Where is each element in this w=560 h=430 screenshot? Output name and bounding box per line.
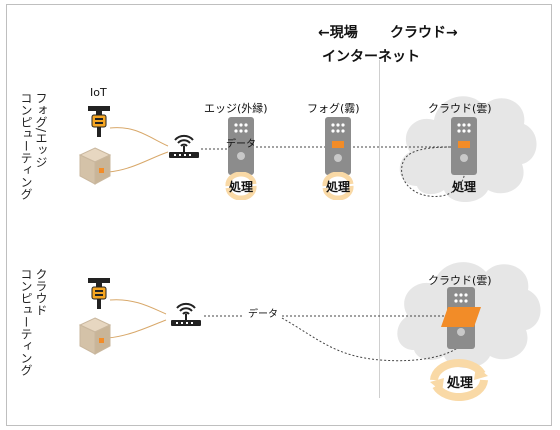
edge-label: エッジ(外縁) bbox=[204, 102, 268, 115]
wire-box-router-bottom bbox=[107, 319, 167, 339]
processing-label-cloud-bottom: 処理 bbox=[446, 376, 473, 391]
wire-hammer-router-bottom bbox=[109, 299, 167, 315]
hammer-drill-icon-bottom bbox=[88, 278, 110, 309]
top-row-title-line1: フォグ/エッジ bbox=[34, 92, 48, 169]
internet-boundary-line bbox=[379, 60, 380, 398]
data-tag-edge: データ bbox=[222, 137, 260, 153]
wifi-router-icon-bottom bbox=[171, 302, 201, 326]
wifi-router-icon-top bbox=[169, 134, 199, 158]
wire-box-router-top bbox=[107, 151, 169, 173]
bottom-row-title-line2: コンピューティング bbox=[19, 268, 33, 376]
package-box-icon-top bbox=[78, 147, 112, 185]
cloud-label-top: クラウド(雲) bbox=[428, 102, 492, 115]
wire-cloud-curve-bottom bbox=[281, 317, 461, 362]
top-row-title-line2: コンピューティング bbox=[19, 92, 33, 200]
processing-cycle-icon-edge bbox=[225, 172, 257, 200]
bottom-row-title-line1: クラウド bbox=[34, 268, 48, 316]
processing-cycle-icon-cloud-bottom bbox=[430, 359, 488, 401]
field-header: ←現場 bbox=[318, 25, 358, 41]
cloud-server-icon-top bbox=[451, 117, 477, 175]
top-row-title: フォグ/エッジ コンピューティング bbox=[18, 92, 48, 200]
cloud-label-bottom: クラウド(雲) bbox=[428, 274, 492, 287]
processing-label-edge: 処理 bbox=[228, 180, 253, 194]
hammer-drill-icon-top bbox=[88, 106, 110, 137]
cloud-header: クラウド→ bbox=[390, 25, 458, 41]
processing-label-cloud-top: 処理 bbox=[451, 180, 476, 194]
processing-label-fog: 処理 bbox=[325, 180, 350, 194]
iot-label: IoT bbox=[90, 86, 107, 99]
wire-hammer-router-top bbox=[109, 127, 169, 147]
fog-server-icon bbox=[325, 117, 351, 175]
data-tag-bottom: データ bbox=[243, 307, 283, 323]
data-block-cloud-bottom bbox=[441, 307, 481, 327]
bottom-row-title: クラウド コンピューティング bbox=[18, 268, 48, 376]
processing-cycle-icon-fog bbox=[322, 172, 354, 200]
fog-label: フォグ(霧) bbox=[307, 102, 360, 115]
package-box-icon-bottom bbox=[78, 317, 112, 355]
diagram-frame bbox=[6, 4, 552, 426]
internet-header: インターネット bbox=[322, 49, 420, 65]
